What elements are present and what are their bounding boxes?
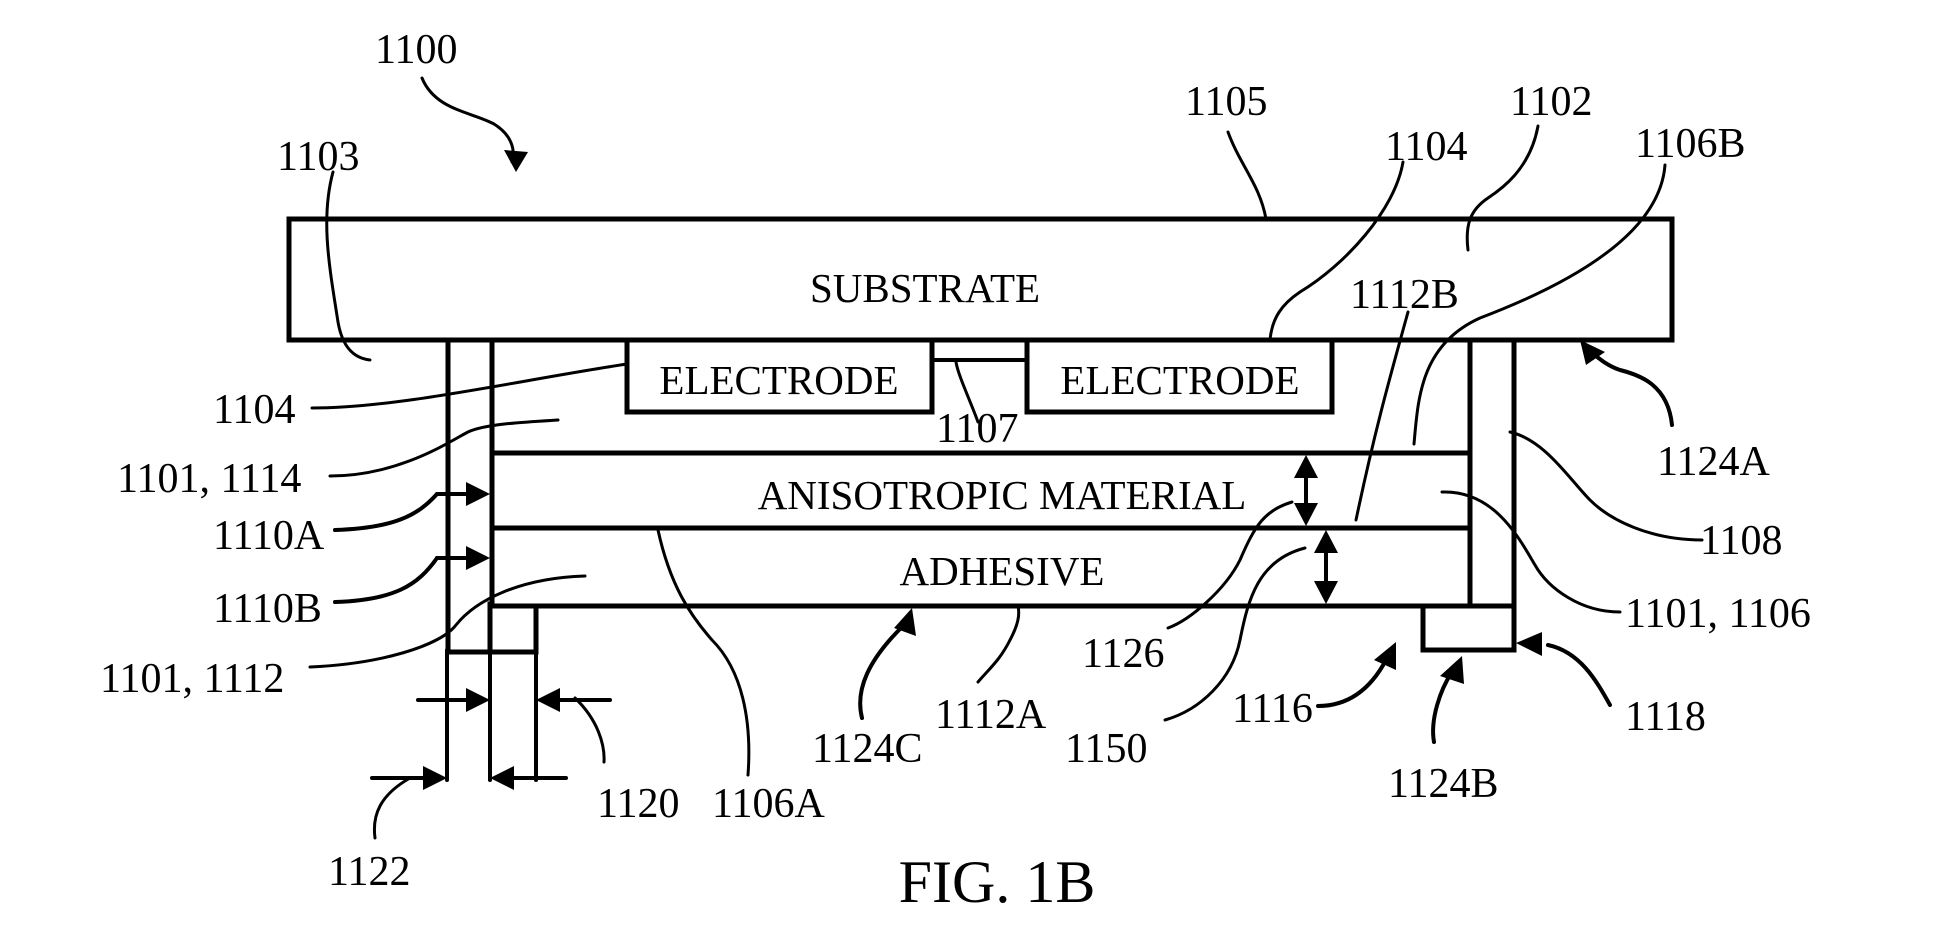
leader-1108 (1508, 430, 1704, 542)
arrowhead-1124C (894, 608, 916, 636)
label-1108: 1108 (1700, 518, 1782, 564)
label-1124B: 1124B (1388, 761, 1498, 807)
leader-1106A (656, 528, 751, 777)
leader-1101-1106 (1440, 490, 1622, 614)
label-1100: 1100 (375, 27, 457, 73)
arrow-1110A-shaft (333, 492, 439, 532)
arrowhead-1110A (466, 482, 490, 506)
label-1112A: 1112A (935, 692, 1047, 738)
label-1107: 1107 (936, 406, 1018, 452)
leader-1150 (1163, 546, 1307, 722)
arrow-1124A-shaft (1584, 346, 1674, 427)
arrowhead-1120-left (466, 688, 490, 712)
leader-1122 (372, 776, 412, 840)
label-1120: 1120 (597, 781, 679, 827)
reference-labels: 1100 1105 1102 1103 1104 1106B 1112B 110… (100, 27, 1811, 895)
adhesive-label: ADHESIVE (900, 548, 1105, 594)
label-1116: 1116 (1232, 686, 1313, 732)
leader-1105 (1226, 130, 1268, 221)
electrode-right-label: ELECTRODE (1060, 357, 1299, 403)
adhesive-layer (489, 525, 1473, 609)
thickness-arrow-anisotropic-top (1294, 455, 1318, 478)
label-1105: 1105 (1185, 79, 1267, 125)
label-1150: 1150 (1065, 726, 1147, 772)
label-1101-1106: 1101, 1106 (1625, 591, 1811, 637)
leader-1101-1112 (308, 574, 587, 669)
label-1104-left: 1104 (213, 387, 295, 433)
arrowhead-1116 (1374, 642, 1396, 670)
leader-lines (308, 76, 1704, 840)
label-1101-1114: 1101, 1114 (117, 456, 301, 502)
reference-arrows (333, 150, 1674, 790)
leader-1100 (420, 76, 515, 164)
electrode-left-box (624, 337, 935, 415)
label-1112B: 1112B (1350, 272, 1459, 318)
arrowhead-1100 (504, 150, 528, 172)
thickness-arrow-anisotropic-bottom (1294, 503, 1318, 526)
leader-1103 (325, 170, 372, 362)
arrow-1118-shaft (1546, 643, 1612, 707)
figure-caption: FIG. 1B (899, 849, 1096, 915)
label-1101-1112: 1101, 1112 (100, 656, 284, 702)
arrow-1124C-shaft (858, 623, 906, 720)
leader-1120 (573, 696, 606, 764)
label-1124C: 1124C (812, 726, 922, 772)
arrowhead-1110B (466, 546, 490, 570)
leader-1112A (976, 604, 1021, 684)
label-1106A: 1106A (712, 781, 825, 827)
arrowhead-1120-right (536, 688, 560, 712)
arrowhead-1124B (1440, 656, 1464, 684)
label-1110B: 1110B (213, 586, 322, 632)
label-1110A: 1110A (213, 513, 325, 559)
leader-1106B (1412, 163, 1667, 446)
arrowhead-1122-left (423, 766, 447, 790)
label-1102: 1102 (1510, 79, 1592, 125)
substrate-layer (286, 216, 1675, 343)
leader-1101-1114 (328, 418, 560, 478)
leader-1126 (1166, 500, 1294, 630)
thickness-arrow-adhesive-top (1314, 530, 1338, 553)
arrowhead-1118 (1516, 632, 1542, 656)
arrow-1110B-shaft (333, 556, 439, 604)
label-1106B: 1106B (1635, 121, 1745, 167)
leader-1104-top (1268, 160, 1405, 342)
label-1103: 1103 (277, 134, 359, 180)
label-1124A: 1124A (1657, 439, 1770, 485)
leader-1102 (1465, 124, 1540, 252)
substrate-label: SUBSTRATE (810, 265, 1040, 311)
left-frame-foot (487, 601, 539, 655)
arrow-1116-shaft (1316, 658, 1388, 708)
electrode-left-label: ELECTRODE (659, 357, 898, 403)
leader-1107 (954, 360, 980, 424)
arrowhead-1122-right (490, 766, 514, 790)
anisotropic-material-label: ANISOTROPIC MATERIAL (758, 472, 1247, 518)
electrode-right-box (1024, 337, 1335, 415)
label-1104-top: 1104 (1385, 124, 1467, 170)
arrowhead-1124A (1580, 340, 1605, 365)
thickness-arrow-adhesive-bottom (1314, 581, 1338, 604)
arrow-1124B-shaft (1431, 670, 1454, 744)
label-1118: 1118 (1625, 694, 1706, 740)
right-frame-foot (1420, 603, 1517, 653)
label-1126: 1126 (1082, 631, 1164, 677)
leader-1104-left (310, 362, 629, 410)
leader-1112B (1354, 310, 1410, 522)
label-1122: 1122 (328, 849, 410, 895)
